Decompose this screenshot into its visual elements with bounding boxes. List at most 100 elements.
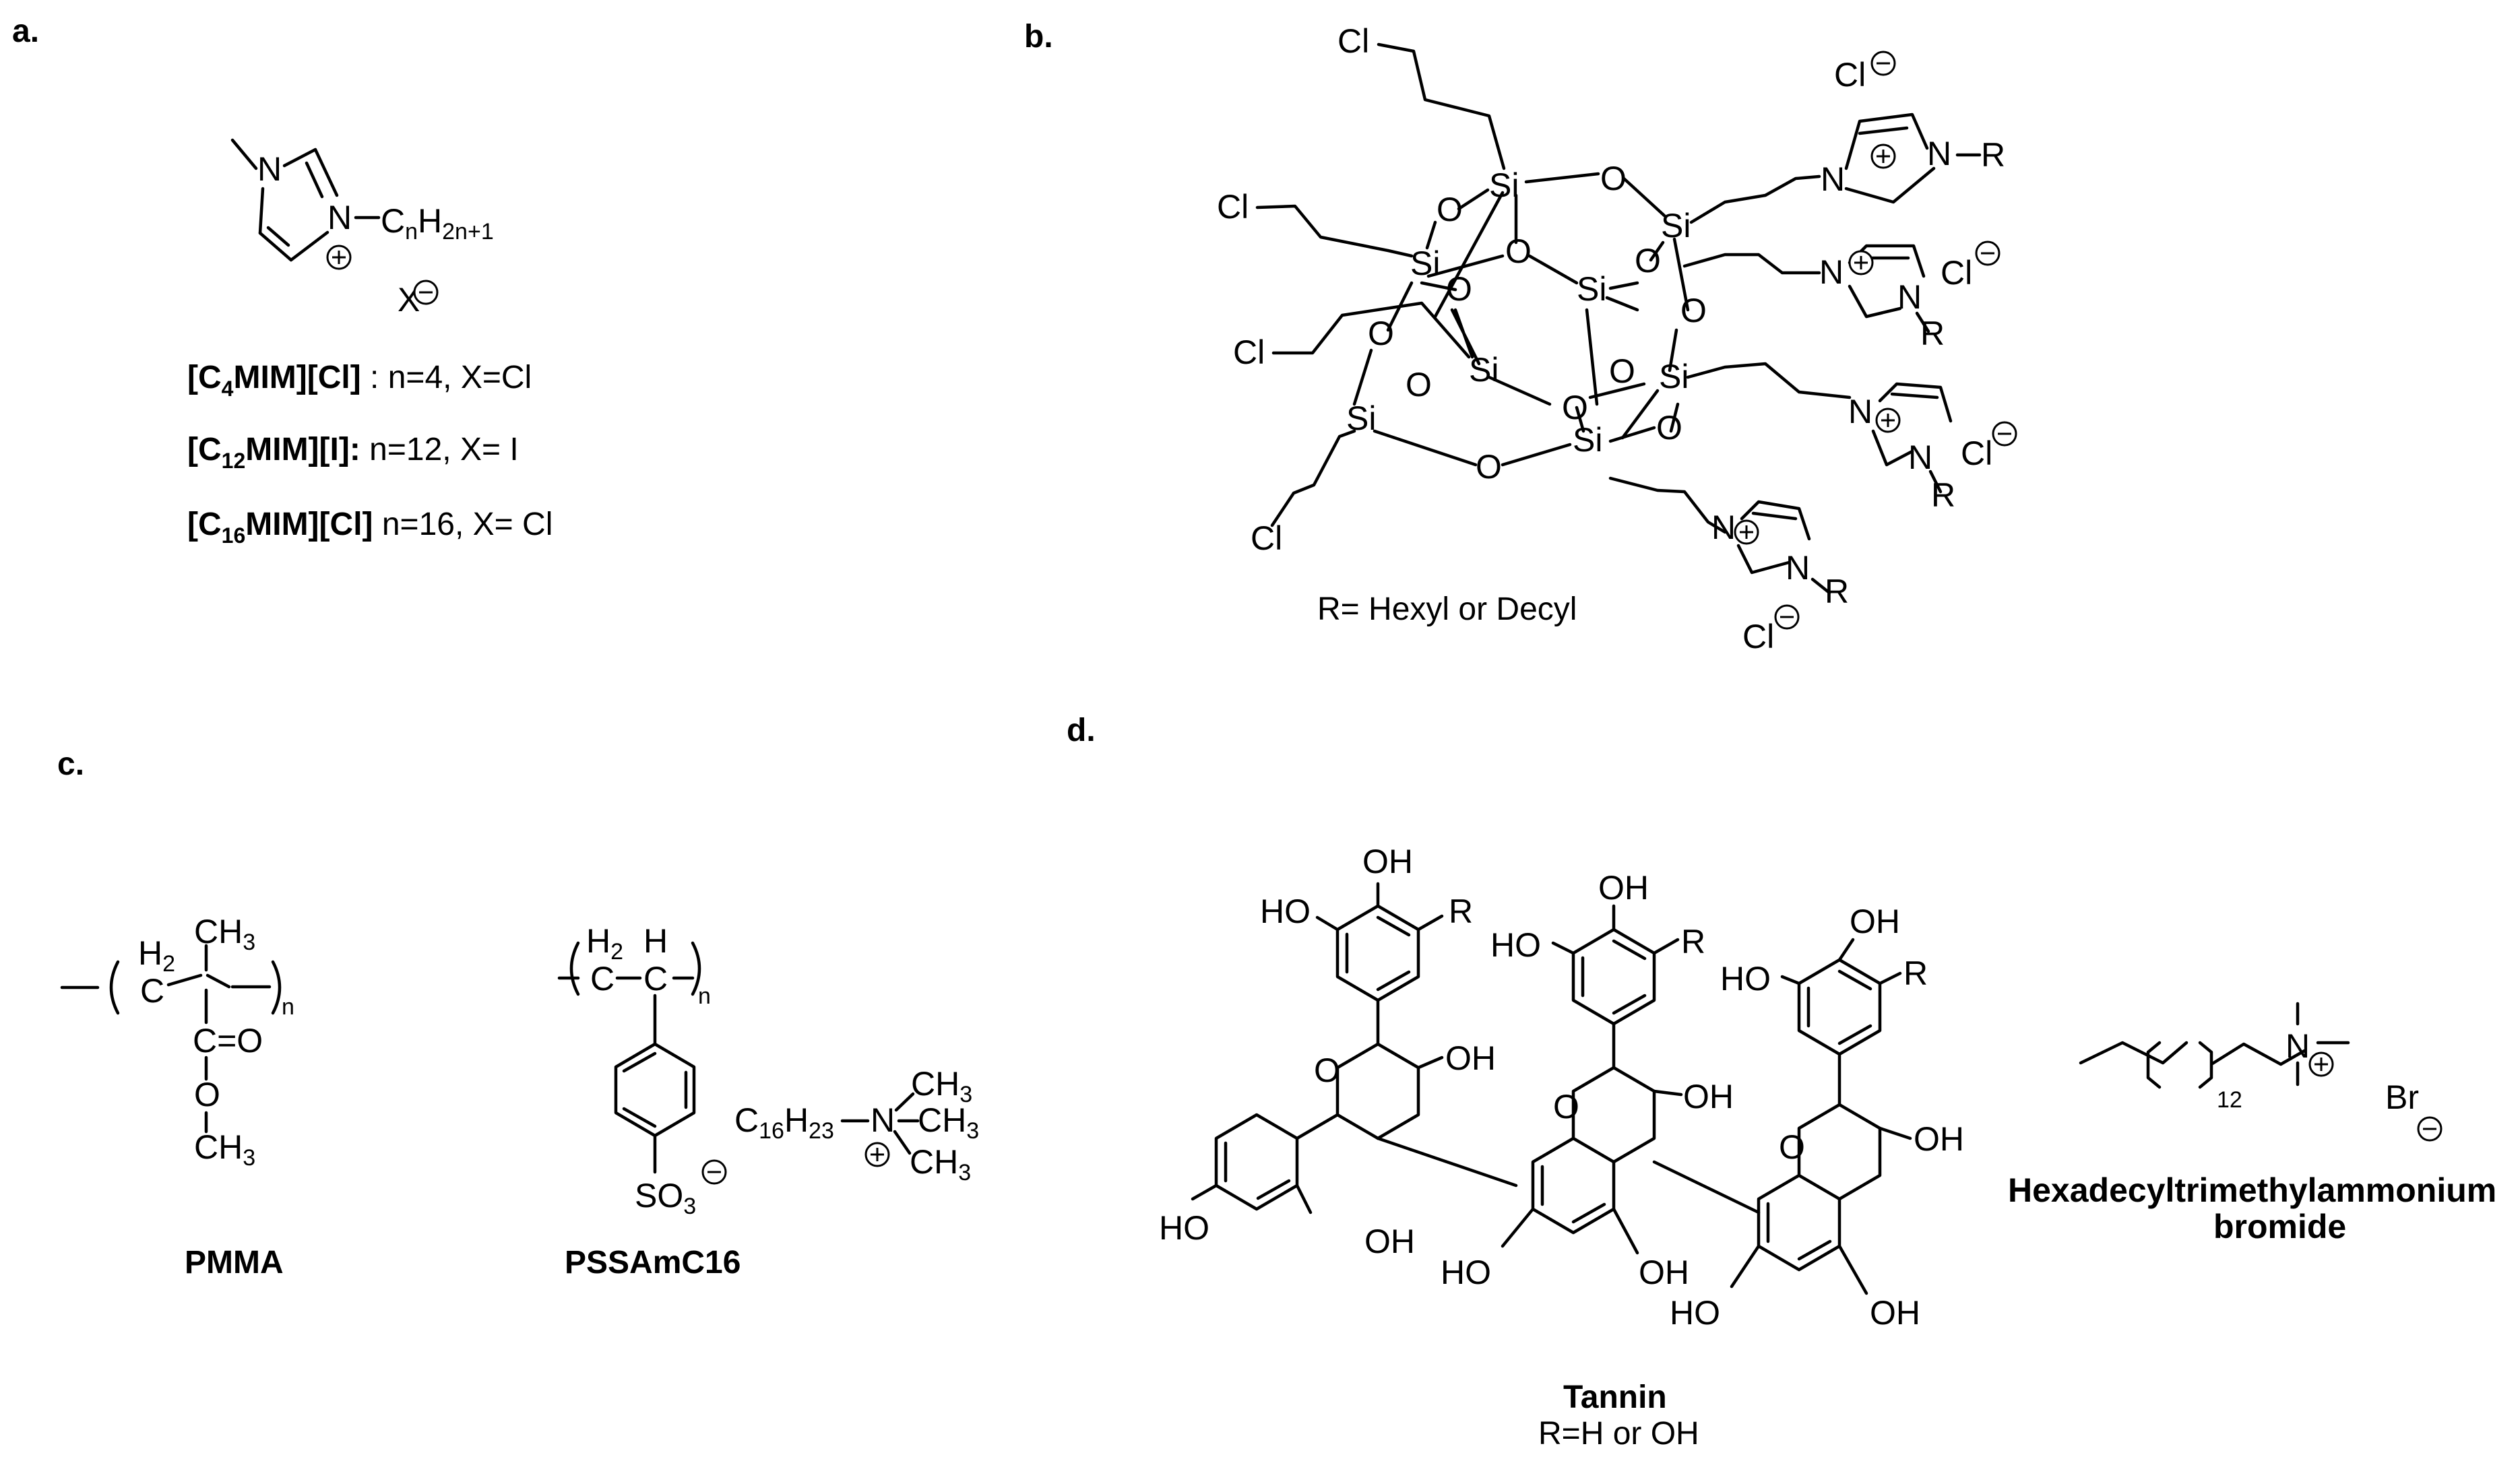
si-atom: Si <box>1661 207 1691 245</box>
plus-charge-icon <box>2308 1051 2334 1077</box>
o-atom: O <box>1635 242 1661 280</box>
plus-charge-icon <box>326 245 352 270</box>
pmma-structure: H2 C CH3 n C=O O CH3 PMMA <box>60 913 294 1280</box>
r-group-note: R= Hexyl or Decyl <box>1317 591 1577 627</box>
cl-atom: Cl <box>1233 333 1265 371</box>
ctab-name-line2: bromide <box>2213 1208 2346 1245</box>
hydroxyl: OH <box>1445 1039 1496 1077</box>
ch2-group: H2 <box>586 922 623 965</box>
si-atom: Si <box>1489 166 1519 204</box>
n-atom: N <box>1848 393 1872 430</box>
ammonium-cation: C16H23 <box>734 1101 834 1144</box>
cl-counterion: Cl <box>1834 56 1866 94</box>
r-group: R <box>1825 573 1849 610</box>
compound-row-3: [C16MIM][Cl] n=16, X= Cl <box>187 507 553 548</box>
ring-oxygen: O <box>1314 1051 1340 1089</box>
ammonium-n: N <box>871 1101 895 1139</box>
tannin-structure: OH HO R O OH HO OH OH HO R <box>1159 843 1964 1332</box>
r-group: R <box>1931 476 1955 514</box>
carbonyl: C=O <box>193 1022 263 1060</box>
plus-charge-icon <box>864 1142 890 1167</box>
imidazolium-structure: N N CnH2n+1 X <box>230 138 494 319</box>
cl-counterion: Cl <box>1742 618 1774 655</box>
plus-charge-icon <box>1734 519 1759 545</box>
hydroxyl: OH <box>1639 1254 1689 1291</box>
hydroxyl: HO <box>1260 892 1311 930</box>
hydroxyl: HO <box>1159 1209 1209 1247</box>
methoxy-group: CH3 <box>194 1128 255 1171</box>
o-atom: O <box>1476 448 1502 486</box>
si-atom: Si <box>1469 351 1499 389</box>
cl-counterion: Cl <box>1961 434 1992 472</box>
n-atom: N <box>1711 509 1736 546</box>
ctab-name-line1: Hexadecyltrimethylammonium <box>2008 1171 2496 1209</box>
o-atom: O <box>1368 315 1394 352</box>
ring-oxygen: O <box>1779 1128 1805 1166</box>
o-atom: O <box>1656 409 1682 447</box>
panel-c: c. H2 C CH3 n C=O O CH3 PMMA H2 <box>57 746 979 1280</box>
minus-charge-icon <box>413 280 439 305</box>
minus-charge-icon <box>2417 1116 2443 1142</box>
methyl-1: CH3 <box>911 1065 972 1107</box>
panel-c-label: c. <box>57 746 84 782</box>
methyl-group: CH3 <box>194 913 255 955</box>
ammonium-n: N <box>2286 1027 2310 1065</box>
pssamc16-name: PSSAmC16 <box>565 1245 741 1280</box>
ester-oxygen: O <box>194 1076 220 1113</box>
backbone-carbon: C <box>643 960 668 998</box>
plus-charge-icon <box>1848 250 1874 275</box>
ctab-structure: 12 N Br <box>2079 1002 2443 1142</box>
chain-repeat: 12 <box>2217 1087 2242 1113</box>
hydroxyl: HO <box>1720 960 1771 998</box>
ring-oxygen: O <box>1553 1088 1579 1126</box>
panel-a-label: a. <box>12 13 39 49</box>
bromide-anion: Br <box>2385 1078 2419 1116</box>
r-group: R <box>1981 136 2005 174</box>
hydroxyl: OH <box>1364 1223 1415 1260</box>
hydroxyl: OH <box>1598 869 1649 907</box>
ch2-group: H2 <box>138 934 175 977</box>
minus-charge-icon <box>1975 240 2001 266</box>
repeat-n: n <box>282 994 294 1020</box>
backbone-carbon: C <box>590 960 615 998</box>
methyl-2: CH3 <box>918 1101 979 1144</box>
plus-charge-icon <box>1875 408 1901 433</box>
panel-d-label: d. <box>1067 713 1096 748</box>
plus-charge-icon <box>1870 143 1896 169</box>
si-atom: Si <box>1659 358 1689 395</box>
cl-atom: Cl <box>1251 519 1282 557</box>
panel-d: d. OH HO R O OH HO OH OH <box>1067 713 2496 1452</box>
panel-b: b. Si Si Si Si Si Si Si Si O O O O O O O… <box>1024 19 2017 655</box>
backbone-carbon: C <box>140 972 164 1010</box>
minus-charge-icon <box>1870 51 1896 76</box>
n-atom: N <box>1821 160 1845 198</box>
o-atom: O <box>1505 232 1532 270</box>
pmma-name: PMMA <box>185 1245 284 1280</box>
hydroxyl: OH <box>1914 1120 1964 1158</box>
n-atom: N <box>1819 253 1844 291</box>
minus-charge-icon <box>1992 421 2017 447</box>
cl-counterion: Cl <box>1941 254 1972 292</box>
hydroxyl: HO <box>1441 1254 1491 1291</box>
cl-atom: Cl <box>1217 188 1249 226</box>
si-atom: Si <box>1577 270 1606 308</box>
hydroxyl: OH <box>1870 1294 1920 1332</box>
hydroxyl: OH <box>1683 1078 1734 1115</box>
pssamc16-structure: H2 H C C n SO3 C16H23 N CH3 CH3 CH3 PSSA… <box>557 922 979 1280</box>
minus-charge-icon <box>1774 604 1800 630</box>
n-atom: N <box>1908 439 1932 476</box>
hydroxyl: HO <box>1670 1294 1720 1332</box>
si-atom: Si <box>1573 421 1602 459</box>
methyl-3: CH3 <box>910 1143 971 1186</box>
r-group: R <box>1449 892 1473 930</box>
o-atom: O <box>1609 352 1635 390</box>
n-atom: N <box>1927 135 1951 172</box>
panel-b-label: b. <box>1024 19 1053 55</box>
atom-n1: N <box>257 150 282 188</box>
o-atom: O <box>1600 160 1627 197</box>
n-atom: N <box>1786 549 1810 587</box>
r-group: R <box>1681 923 1705 961</box>
tannin-note: R=H or OH <box>1538 1416 1699 1452</box>
atom-n3: N <box>327 199 352 236</box>
